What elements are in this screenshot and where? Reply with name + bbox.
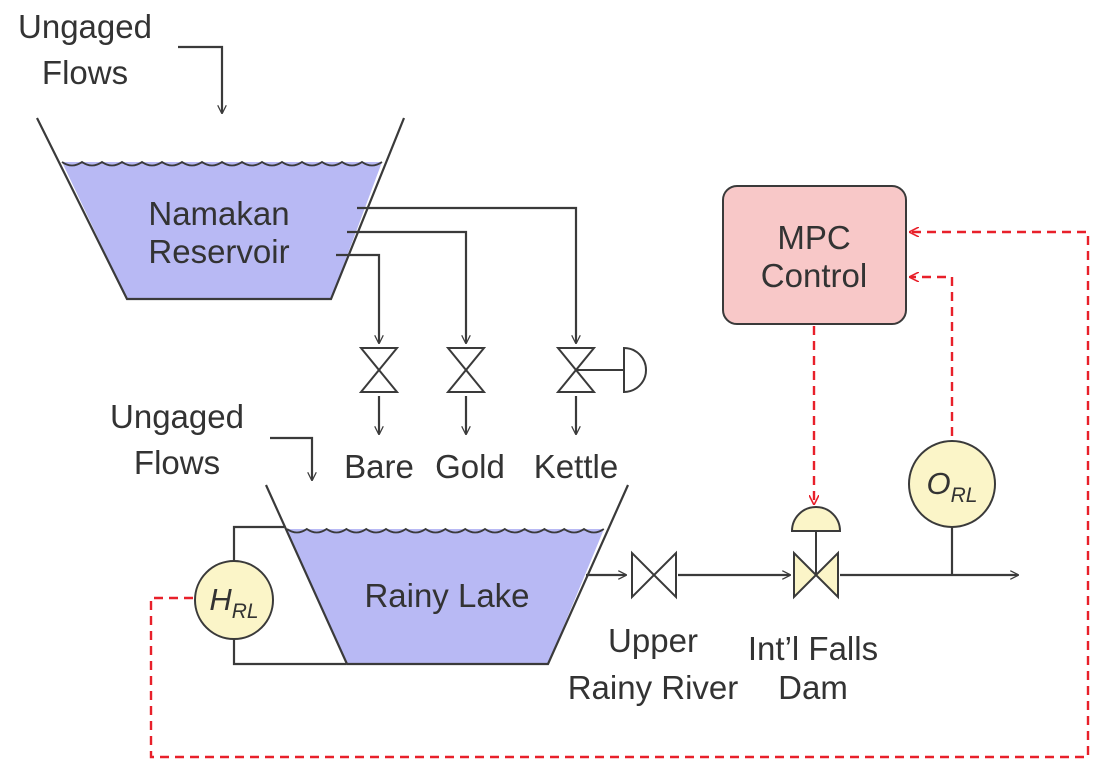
o-rl-symbol: ORL: [927, 466, 978, 507]
gold-pipe: [347, 230, 466, 343]
upper-rainy-river-label-2: Rainy River: [568, 669, 739, 706]
kettle-pipe: [357, 206, 576, 343]
mpc-label-2: Control: [761, 257, 867, 294]
mpc-control-box: [722, 185, 907, 325]
bare-valve: [358, 347, 400, 393]
ungaged-flows-top-arrow: [178, 45, 222, 113]
bare-pipe: [336, 253, 379, 343]
h-rl-sensor: [194, 560, 274, 640]
rainy-lake: [264, 484, 630, 666]
intl-falls-dam-label-2: Dam: [778, 669, 848, 706]
kettle-label: Kettle: [534, 448, 618, 485]
mpc-label-1: MPC: [777, 219, 850, 256]
h-rl-symbol: HRL: [209, 582, 258, 623]
ungaged-flows-mid-label-1: Ungaged: [110, 398, 244, 435]
o-sensor-feedback-signal: [910, 277, 954, 436]
gold-valve: [445, 347, 487, 393]
namakan-label-1: Namakan: [148, 195, 289, 232]
ungaged-flows-top-label-1: Ungaged: [18, 8, 152, 45]
intl-falls-dam-label-1: Int’l Falls: [748, 630, 878, 667]
h-sensor-connector: [232, 525, 346, 666]
intl-falls-dam-valve: [790, 506, 842, 600]
gold-label: Gold: [435, 448, 505, 485]
kettle-valve: [555, 346, 647, 394]
namakan-label-2: Reservoir: [148, 233, 289, 270]
upper-rainy-river-label-1: Upper: [608, 622, 698, 659]
rainy-lake-label: Rainy Lake: [364, 577, 529, 614]
bare-label: Bare: [344, 448, 414, 485]
upper-rainy-river-valve: [631, 550, 677, 600]
h-sensor-feedback-signal: [149, 232, 1090, 759]
ungaged-flows-top-label-2: Flows: [42, 54, 128, 91]
o-rl-sensor: [908, 440, 996, 528]
ungaged-flows-mid-arrow: [270, 436, 312, 480]
ungaged-flows-mid-label-2: Flows: [134, 444, 220, 481]
